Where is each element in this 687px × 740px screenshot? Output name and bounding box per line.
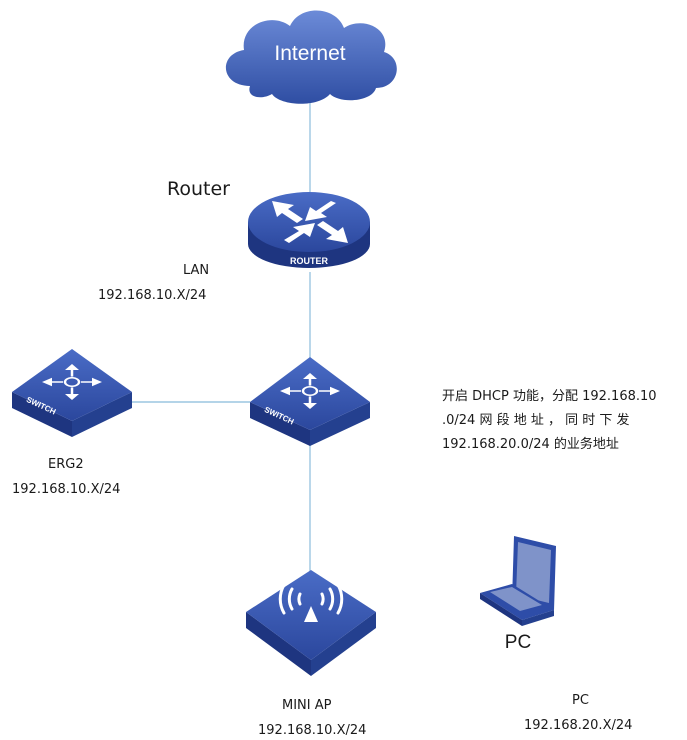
dhcp-note-line-3: 192.168.20.0/24 的业务地址 (442, 437, 619, 452)
internet-cloud: Internet (225, 10, 397, 104)
router-top (248, 192, 370, 252)
mini-ap-name: MINI AP (282, 698, 332, 713)
laptop-keys (490, 587, 542, 611)
switch-arrows-icon (280, 373, 340, 409)
laptop-screen (516, 542, 551, 603)
switch-side-left (250, 402, 310, 446)
internet-label: Internet (274, 42, 345, 65)
erg2-side-left (12, 392, 72, 437)
pc-name: PC (572, 693, 589, 708)
erg2-side-right (72, 392, 132, 437)
dhcp-note-line-2: .0/24 网 段 地 址 ， 同 时 下 发 (442, 413, 630, 428)
erg2-subnet: 192.168.10.X/24 (12, 482, 121, 497)
laptop-base-side (480, 593, 522, 626)
dhcp-note: 开启 DHCP 功能，分配 192.168.10 .0/24 网 段 地 址 ，… (442, 385, 682, 457)
erg2-switch-device: SWITCH (12, 349, 132, 437)
mini-ap-device (246, 570, 376, 676)
lan-subnet: 192.168.10.X/24 (98, 288, 207, 303)
pc-subnet: 192.168.20.X/24 (524, 718, 633, 733)
ap-side-left (246, 612, 311, 676)
router-arrows-icon (272, 201, 348, 243)
laptop-base-front (522, 610, 554, 626)
laptop-pc-device (480, 536, 556, 626)
lan-label: LAN (183, 263, 210, 278)
router-title: Router (167, 178, 230, 200)
erg2-name: ERG2 (48, 457, 84, 472)
erg2-top (12, 349, 132, 421)
mini-ap-subnet: 192.168.10.X/24 (258, 723, 367, 738)
wireless-signal-icon (278, 583, 344, 622)
main-switch-device: SWITCH (250, 357, 370, 446)
erg2-arrows-icon (42, 364, 102, 400)
router-icon-text: ROUTER (290, 256, 329, 266)
pc-icon-label: PC (505, 632, 531, 653)
cloud-shape (225, 10, 397, 104)
connections (108, 100, 311, 572)
ap-side-right (311, 612, 376, 676)
dhcp-note-line-1: 开启 DHCP 功能，分配 192.168.10 (442, 389, 657, 404)
switch-top (250, 357, 370, 430)
router-device: ROUTER (248, 192, 370, 268)
switch-side-right (310, 402, 370, 446)
